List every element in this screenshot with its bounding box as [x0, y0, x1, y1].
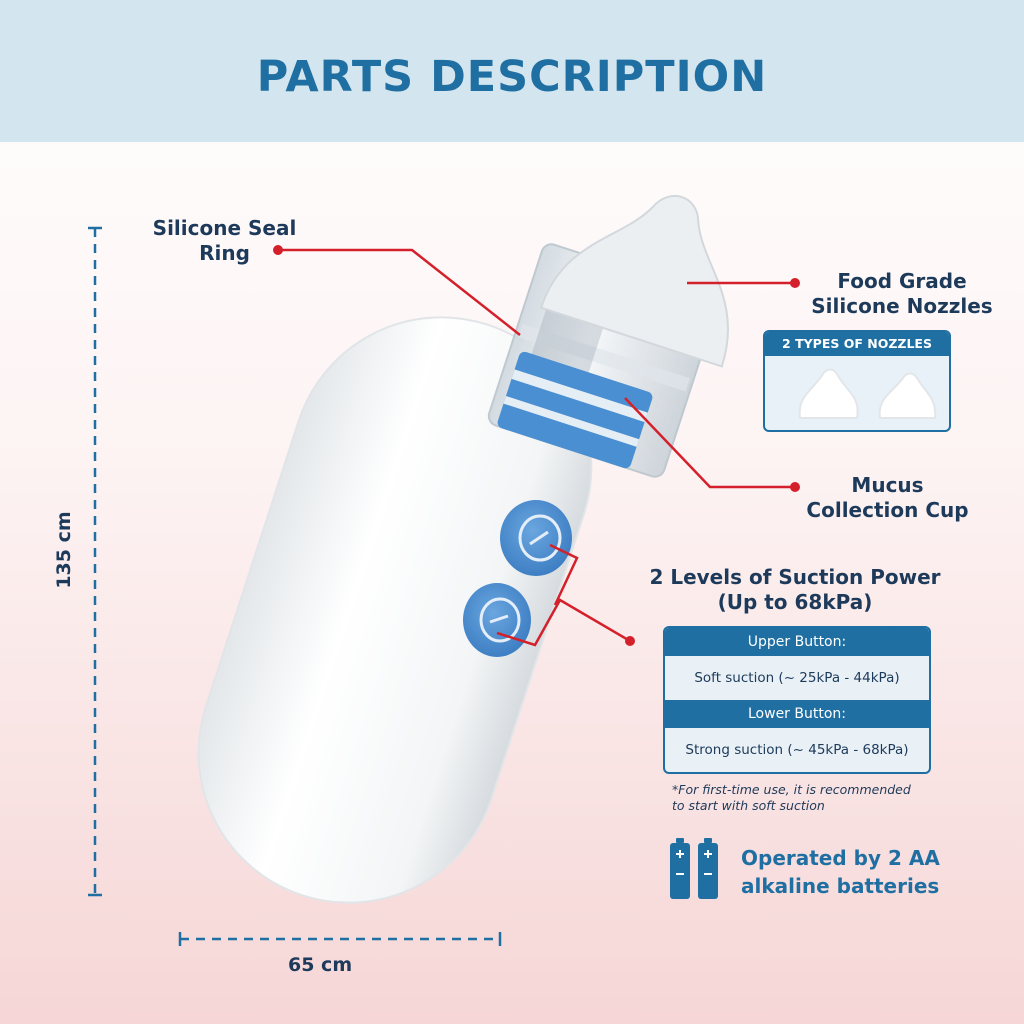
callout-dot	[790, 278, 800, 288]
upper-button	[500, 500, 572, 576]
lower-button-value: Strong suction (~ 45kPa - 68kPa)	[685, 742, 909, 758]
header-banner: PARTS DESCRIPTION	[0, 0, 1024, 142]
lower-button-header: Lower Button:	[665, 700, 929, 728]
label-mucus-collection-cup: Mucus Collection Cup	[805, 473, 970, 523]
label-suction-power: 2 Levels of Suction Power (Up to 68kPa)	[640, 565, 950, 615]
height-value: 135 cm	[53, 511, 75, 589]
device-body	[197, 316, 593, 904]
label-line: Mucus	[851, 473, 924, 497]
silicone-nozzle	[539, 194, 729, 368]
callout-dot	[625, 636, 635, 646]
nozzle-samples	[798, 368, 937, 419]
nozzle-types-box: 2 TYPES OF NOZZLES	[763, 330, 951, 432]
callout-line-suction-2	[496, 598, 631, 647]
label-silicone-seal-ring: Silicone Seal Ring	[142, 216, 307, 266]
callout-dot	[790, 482, 800, 492]
upper-button-value: Soft suction (~ 25kPa - 44kPa)	[694, 670, 900, 686]
nozzle-box-title: 2 TYPES OF NOZZLES	[765, 332, 949, 356]
callout-line-cup	[624, 397, 795, 489]
first-use-note: *For first-time use, it is recommended t…	[672, 782, 972, 814]
note-line: *For first-time use, it is recommended	[672, 782, 911, 797]
label-line: 2 Levels of Suction Power	[649, 565, 941, 589]
page-title: PARTS DESCRIPTION	[256, 52, 768, 102]
label-line: Food Grade	[837, 269, 967, 293]
width-dimension: 65 cm	[288, 954, 353, 976]
label-line: (Up to 68kPa)	[717, 590, 873, 614]
callout-line-seal	[278, 248, 521, 336]
upper-button-header: Upper Button:	[665, 628, 929, 656]
note-line: to start with soft suction	[672, 798, 825, 813]
battery-icon	[670, 838, 718, 899]
label-silicone-nozzles: Food Grade Silicone Nozzles	[802, 269, 1002, 319]
battery-info: Operated by 2 AA alkaline batteries	[741, 844, 971, 900]
callout-line-suction	[549, 543, 579, 606]
label-line: Silicone Nozzles	[811, 294, 993, 318]
label-line: Silicone Seal	[152, 216, 297, 240]
nozzle-sample-2	[878, 372, 937, 419]
silicone-seal-ring	[497, 351, 653, 469]
battery-line: alkaline batteries	[741, 874, 940, 898]
nozzle-sample-1	[798, 368, 859, 419]
suction-levels-table: Upper Button: Soft suction (~ 25kPa - 44…	[663, 626, 931, 774]
battery-line: Operated by 2 AA	[741, 846, 940, 870]
label-line: Collection Cup	[806, 498, 969, 522]
height-dimension: 135 cm	[50, 505, 80, 605]
callout-dot	[273, 245, 283, 255]
label-line: Ring	[199, 241, 250, 265]
